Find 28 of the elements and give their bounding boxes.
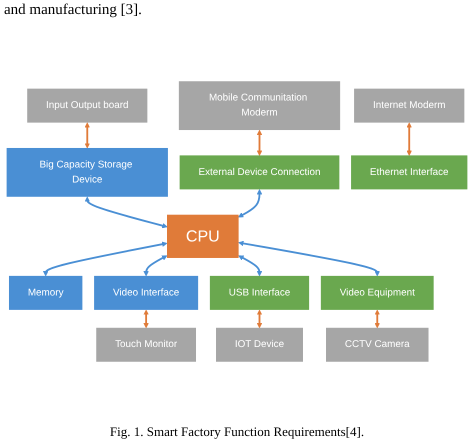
node-box: Input Output board — [27, 88, 148, 123]
arrow — [143, 310, 149, 328]
arrow — [374, 310, 380, 328]
node-box: Ethernet Interface — [351, 155, 468, 190]
arrow — [84, 196, 168, 228]
node-box: CPU — [167, 214, 239, 258]
arrow — [406, 122, 412, 156]
arrow — [256, 130, 262, 156]
node-box: Memory — [8, 276, 82, 310]
node-box: Big Capacity Storage Device — [6, 148, 168, 197]
node-box: Internet Moderm — [354, 88, 464, 123]
arrow — [42, 242, 168, 276]
arrow — [238, 240, 380, 276]
node-box: Mobile Communitation Moderm — [178, 81, 340, 130]
node-box: External Device Connection — [180, 155, 340, 190]
figure-caption: Fig. 1. Smart Factory Function Requirements[4]. — [110, 424, 364, 440]
arrow — [84, 122, 90, 149]
arrow — [143, 255, 168, 276]
node-box: IOT Device — [216, 328, 303, 362]
node-box: USB Interface — [210, 276, 310, 310]
text-fragment: and manufacturing [3]. — [4, 2, 142, 18]
node-box: Video Equipment — [320, 276, 434, 310]
node-box: Touch Monitor — [96, 328, 196, 362]
node-box: Video Interface — [94, 276, 198, 310]
arrow — [238, 255, 262, 276]
arrow — [256, 310, 262, 328]
arrow — [238, 189, 262, 218]
node-box: CCTV Camera — [326, 328, 429, 362]
